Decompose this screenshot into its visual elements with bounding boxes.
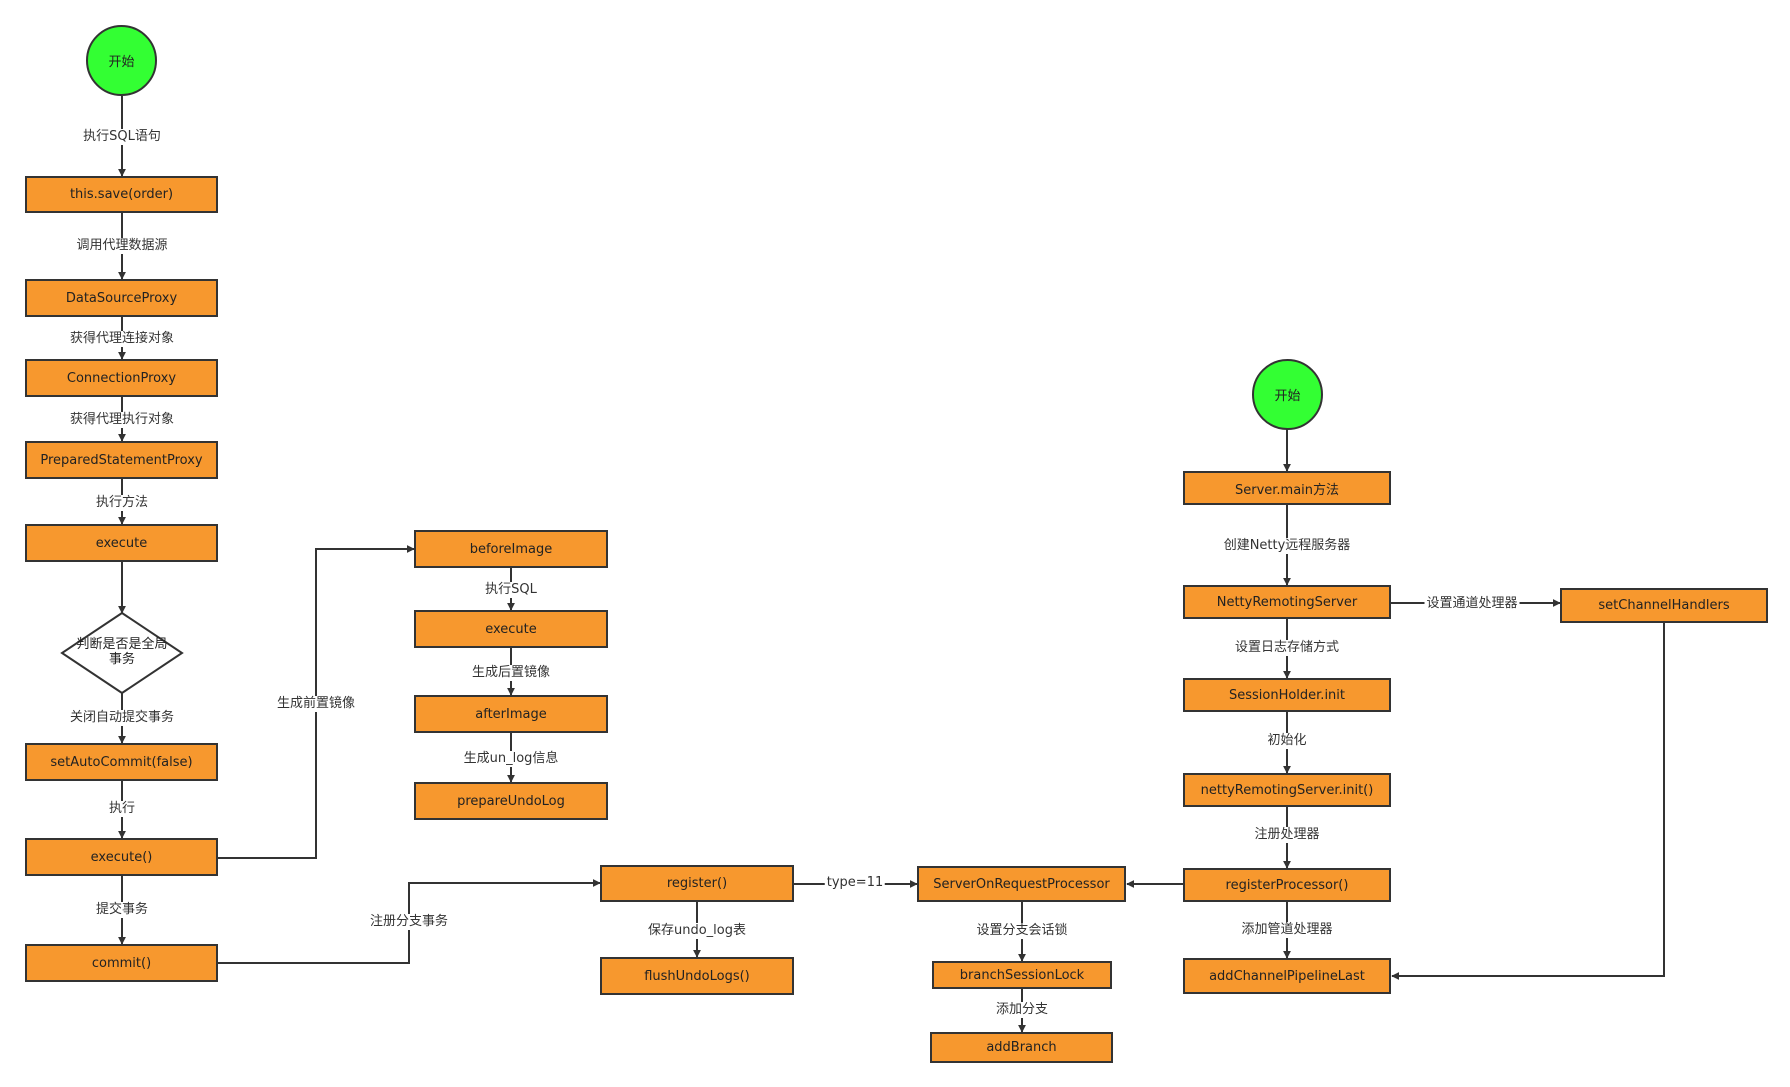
edge-label-set-branch-lock: 设置分支会话锁	[974, 923, 1070, 939]
edge-label-set-log-store: 设置日志存储方式	[1232, 640, 1342, 656]
edge-label-gen-before-image: 生成前置镜像	[274, 696, 358, 712]
edge-label-type: type=11	[824, 875, 886, 891]
edge-label-register-branch: 注册分支事务	[367, 914, 451, 930]
node-datasource-proxy[interactable]: DataSourceProxy	[25, 279, 218, 317]
node-server-on-request-processor-label: ServerOnRequestProcessor	[933, 876, 1110, 892]
node-register-processor-label: registerProcessor()	[1225, 877, 1349, 893]
node-session-holder-init-label: SessionHolder.init	[1228, 687, 1346, 703]
node-add-channel-pipeline-last-label: addChannelPipelineLast	[1209, 968, 1365, 984]
node-prepare-undolog[interactable]: prepareUndoLog	[414, 782, 608, 820]
node-netty-remoting-server-init[interactable]: nettyRemotingServer.init()	[1183, 773, 1391, 807]
node-netty-remoting-server-label: NettyRemotingServer	[1216, 594, 1358, 610]
node-after-image[interactable]: afterImage	[414, 695, 608, 733]
node-branch-session-lock[interactable]: branchSessionLock	[932, 961, 1112, 989]
edge-label-register-processor: 注册处理器	[1252, 827, 1322, 843]
node-server-main-label: Server.main方法	[1234, 482, 1340, 498]
edge-label-call-proxy-ds: 调用代理数据源	[74, 238, 170, 254]
edge-label-gen-after-image: 生成后置镜像	[469, 665, 553, 681]
node-execute-1-label: execute	[95, 535, 148, 551]
start-node-right-label: 开始	[1274, 389, 1301, 404]
node-execute-3-label: execute	[485, 621, 537, 637]
edge-label-exec-sql: 执行SQL	[483, 582, 539, 598]
start-node-left-label: 开始	[108, 55, 135, 70]
node-server-main[interactable]: Server.main方法	[1183, 471, 1391, 505]
node-register[interactable]: register()	[600, 865, 794, 902]
edge-label-exec-method: 执行方法	[93, 495, 151, 511]
node-after-image-label: afterImage	[475, 706, 547, 722]
node-prepare-undolog-label: prepareUndoLog	[457, 793, 565, 809]
node-add-channel-pipeline-last[interactable]: addChannelPipelineLast	[1183, 958, 1391, 994]
node-setautocommit-label: setAutoCommit(false)	[50, 754, 193, 770]
edge-label-create-netty: 创建Netty远程服务器	[1221, 538, 1353, 554]
edge-label-init: 初始化	[1265, 733, 1309, 749]
edge-label-set-channel-handler: 设置通道处理器	[1424, 596, 1520, 612]
node-preparedstatement-proxy[interactable]: PreparedStatementProxy	[25, 441, 218, 479]
node-execute-2-label: execute()	[90, 849, 153, 865]
node-netty-remoting-server-init-label: nettyRemotingServer.init()	[1200, 782, 1374, 798]
node-execute-3[interactable]: execute	[414, 610, 608, 648]
node-server-on-request-processor[interactable]: ServerOnRequestProcessor	[917, 866, 1126, 902]
node-setautocommit[interactable]: setAutoCommit(false)	[25, 743, 218, 781]
node-register-label: register()	[666, 876, 728, 891]
node-before-image-label: beforeImage	[469, 541, 553, 557]
node-netty-remoting-server[interactable]: NettyRemotingServer	[1183, 585, 1391, 619]
edge-label-add-pipeline: 添加管道处理器	[1239, 922, 1335, 938]
start-node-left[interactable]: 开始	[86, 25, 157, 96]
edge-handlers-pipeline	[1391, 623, 1665, 980]
node-before-image[interactable]: beforeImage	[414, 530, 608, 568]
node-this-save[interactable]: this.save(order)	[25, 176, 218, 213]
node-flush-undologs[interactable]: flushUndoLogs()	[600, 957, 794, 995]
node-execute-2[interactable]: execute()	[25, 838, 218, 876]
edge-label-save-undolog: 保存undo_log表	[645, 923, 749, 939]
edge-label-exec: 执行	[106, 801, 138, 817]
node-this-save-label: this.save(order)	[69, 187, 174, 202]
node-connection-proxy[interactable]: ConnectionProxy	[25, 359, 218, 397]
edge-label-add-branch: 添加分支	[993, 1002, 1051, 1018]
edge-label-get-proxy-conn: 获得代理连接对象	[67, 331, 177, 347]
decision-diamond[interactable]	[60, 611, 184, 695]
edge-label-get-proxy-exec: 获得代理执行对象	[67, 412, 177, 428]
node-session-holder-init[interactable]: SessionHolder.init	[1183, 678, 1391, 712]
node-set-channel-handlers[interactable]: setChannelHandlers	[1560, 588, 1768, 623]
node-datasource-proxy-label: DataSourceProxy	[65, 290, 178, 306]
node-add-branch-label: addBranch	[986, 1040, 1057, 1055]
edge-label-gen-undo-log: 生成un_log信息	[461, 751, 561, 767]
node-set-channel-handlers-label: setChannelHandlers	[1598, 598, 1730, 613]
node-execute-1[interactable]: execute	[25, 524, 218, 562]
start-node-right[interactable]: 开始	[1252, 359, 1323, 430]
node-commit[interactable]: commit()	[25, 944, 218, 982]
node-register-processor[interactable]: registerProcessor()	[1183, 868, 1391, 902]
edge-label-close-autocommit: 关闭自动提交事务	[67, 710, 177, 726]
node-add-branch[interactable]: addBranch	[930, 1032, 1113, 1063]
edge-label-commit-tx: 提交事务	[93, 902, 151, 918]
node-commit-label: commit()	[91, 955, 152, 971]
node-branch-session-lock-label: branchSessionLock	[959, 967, 1085, 983]
node-connection-proxy-label: ConnectionProxy	[66, 370, 177, 386]
node-flush-undologs-label: flushUndoLogs()	[644, 968, 750, 984]
node-preparedstatement-proxy-label: PreparedStatementProxy	[40, 452, 203, 468]
edge-label-exec-sql-stmt: 执行SQL语句	[81, 129, 163, 145]
decision-label: 判断是否是全局事务	[76, 637, 168, 667]
